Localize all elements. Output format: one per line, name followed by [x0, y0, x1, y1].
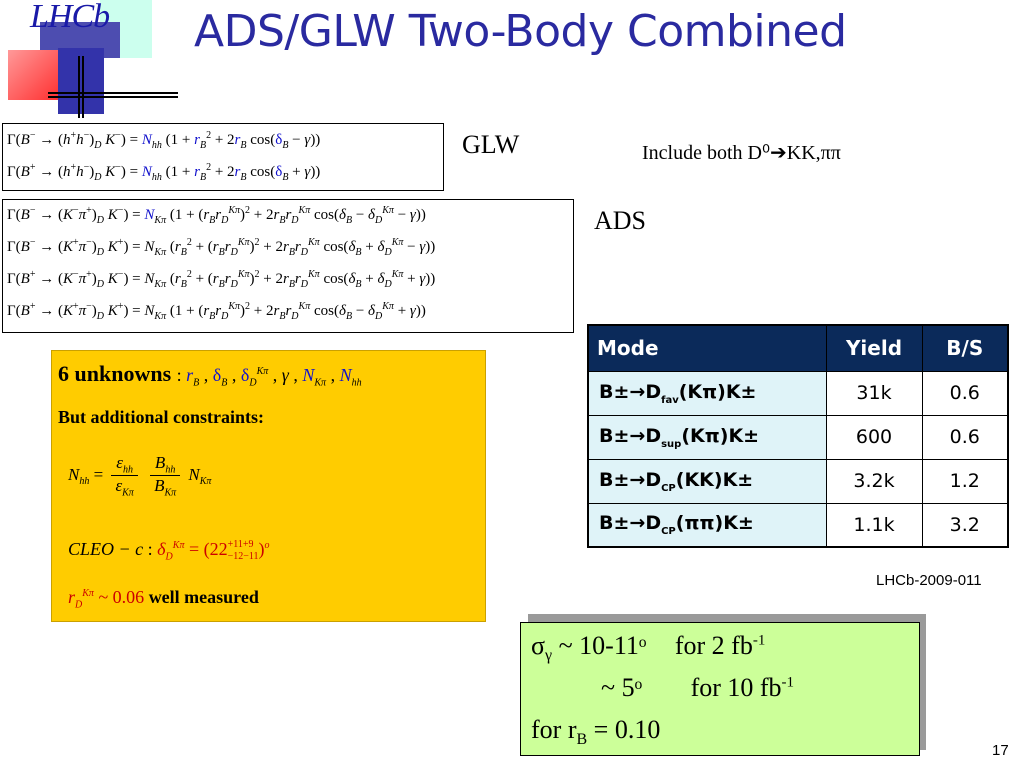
glw-equation-plus: Γ(B+ → (h+h−)D K−) = Nhh (1 + rB2 + 2rB … [7, 162, 321, 183]
bs-cell: 3.2 [921, 502, 1009, 548]
bs-cell: 1.2 [921, 458, 1009, 504]
sensitivity-box: σγ ~ 10-11ᵒ for 2 fb-1 ~ 5ᵒ for 10 fb-1 … [520, 622, 920, 756]
ads-label: ADS [594, 206, 647, 235]
yield-cell: 1.1k [825, 502, 923, 548]
yields-table: Mode Yield B/S B±→Dfav(Kπ)K± 31k 0.6 B±→… [587, 324, 1009, 548]
table-row: B±→DCP(KK)K± 3.2k 1.2 [587, 458, 1009, 504]
mode-cell: B±→DCP(KK)K± [587, 458, 827, 504]
decoration-line [82, 56, 84, 118]
slide-title: ADS/GLW Two-Body Combined [194, 6, 847, 57]
constraints-box: 6 unknowns : rB , δB , δDKπ , γ , NKπ , … [51, 350, 486, 622]
glw-equation-minus: Γ(B− → (h+h−)D K−) = Nhh (1 + rB2 + 2rB … [7, 130, 321, 151]
lhcb-logo: LHCb [22, 0, 142, 60]
glw-equation-box: Γ(B− → (h+h−)D K−) = Nhh (1 + rB2 + 2rB … [2, 123, 444, 191]
decoration-line [48, 96, 178, 98]
ads-equation-box: Γ(B− → (K−π+)D K−) = NKπ (1 + (rBrDKπ)2 … [2, 199, 574, 333]
cleo-constraint: CLEO − c : δDKπ = (22+11+9−12−11)o [68, 539, 270, 563]
unknowns-list: : rB , δB , δDKπ , γ , NKπ , Nhh [176, 365, 362, 389]
table-row: B±→DCP(ππ)K± 1.1k 3.2 [587, 502, 1009, 548]
mode-cell: B±→Dfav(Kπ)K± [587, 370, 827, 416]
sensitivity-line-2: ~ 5ᵒ for 10 fb-1 [601, 673, 795, 702]
reference-label: LHCb-2009-011 [876, 572, 982, 589]
rd-note: well measured [148, 587, 259, 607]
ads-equation-4: Γ(B+ → (K+π−)D K+) = NKπ (1 + (rBrDKπ)2 … [7, 301, 426, 322]
table-row: B±→Dfav(Kπ)K± 31k 0.6 [587, 370, 1009, 416]
bs-cell: 0.6 [921, 414, 1009, 460]
mode-cell: B±→DCP(ππ)K± [587, 502, 827, 548]
table-row: B±→Dsup(Kπ)K± 600 0.6 [587, 414, 1009, 460]
constraints-heading: But additional constraints: [58, 407, 265, 427]
ads-equation-3: Γ(B+ → (K−π+)D K−) = NKπ (rB2 + (rBrDKπ)… [7, 269, 436, 290]
page-number: 17 [992, 742, 1009, 759]
lhcb-logo-text: LHCb [30, 0, 110, 35]
cleo-label: CLEO − c [68, 539, 144, 560]
ads-equation-1: Γ(B− → (K−π+)D K−) = NKπ (1 + (rBrDKπ)2 … [7, 205, 426, 226]
logo-decoration-navy [58, 48, 104, 114]
glw-label: GLW [462, 130, 520, 159]
sensitivity-line-1: σγ ~ 10-11ᵒ for 2 fb-1 [531, 631, 766, 665]
header-mode: Mode [587, 324, 827, 372]
yield-cell: 31k [825, 370, 923, 416]
mode-cell: B±→Dsup(Kπ)K± [587, 414, 827, 460]
header-bs: B/S [921, 324, 1009, 372]
yield-cell: 600 [825, 414, 923, 460]
ads-equation-2: Γ(B− → (K+π−)D K+) = NKπ (rB2 + (rBrDKπ)… [7, 237, 436, 258]
unknowns-line: 6 unknowns : rB , δB , δDKπ , γ , NKπ , … [58, 361, 362, 389]
rd-constraint: rDKπ ~ 0.06 well measured [68, 587, 259, 611]
decoration-line [78, 56, 80, 118]
unknowns-label: 6 unknowns [58, 361, 172, 386]
table-header-row: Mode Yield B/S [587, 324, 1009, 372]
decoration-line [48, 92, 178, 94]
yield-cell: 3.2k [825, 458, 923, 504]
header-yield: Yield [825, 324, 923, 372]
sensitivity-line-3: for rB = 0.10 [531, 715, 661, 749]
bs-cell: 0.6 [921, 370, 1009, 416]
glw-note: Include both D⁰➔KK,ππ [642, 142, 841, 164]
